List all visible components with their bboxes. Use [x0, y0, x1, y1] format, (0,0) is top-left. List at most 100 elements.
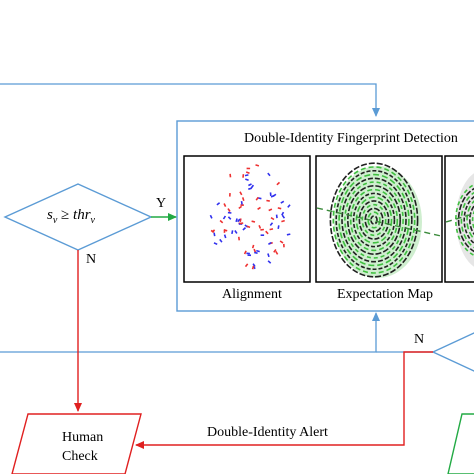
minutia-mark — [251, 244, 255, 249]
minutia-mark — [238, 205, 243, 210]
ridge-line — [370, 215, 378, 225]
minutia-mark — [240, 200, 243, 205]
condition-s: s — [47, 207, 53, 223]
ridge-line — [471, 210, 474, 230]
minutia-mark — [209, 214, 213, 219]
ridge-line — [367, 211, 381, 229]
ridge-line — [460, 191, 474, 249]
minutia-mark — [267, 253, 270, 258]
minutia-mark — [219, 238, 223, 243]
minutia-mark — [251, 265, 255, 270]
right-decision-diamond — [431, 332, 474, 372]
minutia-mark — [227, 208, 231, 212]
bottom-feedback-line — [0, 312, 380, 353]
minutia-mark — [222, 215, 227, 220]
fingerprint-minutiae-icon — [209, 164, 291, 270]
minutia-mark — [246, 225, 251, 229]
minutia-mark — [256, 249, 260, 253]
minutia-mark — [272, 193, 277, 198]
decision-condition: sv ≥ thrv — [47, 207, 95, 226]
no-label: N — [86, 252, 97, 267]
ridge-line — [457, 187, 474, 253]
minutia-mark — [277, 225, 280, 230]
minutia-mark — [213, 242, 218, 246]
ridge-line — [349, 188, 399, 252]
minutia-mark — [231, 230, 234, 235]
minutia-mark — [239, 222, 244, 225]
minutia-mark — [235, 218, 238, 223]
ridge-line — [335, 169, 413, 271]
green-output-box — [447, 413, 474, 474]
minutia-mark — [281, 211, 285, 216]
ridge-line — [341, 177, 407, 263]
minutia-mark — [280, 200, 285, 204]
minutia-mark — [255, 196, 259, 201]
minutia-mark — [270, 217, 275, 221]
ridge-line — [329, 162, 419, 278]
yes-label: Y — [156, 196, 167, 211]
ridge-line — [463, 195, 474, 245]
minutia-mark — [223, 229, 228, 232]
minutia-mark — [279, 240, 284, 244]
minutia-mark — [211, 229, 216, 233]
top-feedback-line — [0, 83, 380, 117]
alert-label: Double-Identity Alert — [207, 425, 328, 440]
alert-arrow — [135, 351, 433, 449]
ridge-line — [352, 192, 396, 248]
minutia-mark — [281, 214, 286, 219]
ridge-line — [332, 166, 416, 274]
fingerprint-expectation-icon — [317, 162, 441, 278]
minutia-mark — [248, 183, 252, 187]
condition-v1: v — [52, 215, 58, 226]
minutia-mark — [239, 191, 243, 196]
minutia-mark — [251, 220, 256, 223]
minutia-mark — [273, 249, 277, 253]
alignment-panel — [183, 155, 311, 283]
minutia-mark — [243, 250, 247, 255]
ridge-line — [469, 204, 474, 236]
minutia-mark — [268, 208, 273, 212]
minutia-mark — [275, 250, 279, 255]
ridge-line — [364, 207, 384, 233]
condition-ge: ≥ — [61, 207, 70, 223]
minutia-mark — [277, 207, 282, 210]
minutia-mark — [242, 227, 247, 231]
ridge-line — [361, 203, 387, 237]
minutia-mark — [281, 219, 285, 223]
expectation-map-label: Expectation Map — [337, 287, 434, 302]
minutia-mark — [241, 197, 245, 201]
minutia-mark — [237, 218, 241, 223]
minutia-mark — [223, 234, 227, 239]
ridge-line — [358, 200, 390, 240]
human-check-line2: Check — [62, 449, 98, 464]
minutia-mark — [257, 206, 261, 210]
minutia-mark — [286, 233, 291, 236]
minutia-mark — [266, 199, 270, 202]
minutia-mark — [269, 228, 274, 231]
minutia-mark — [250, 184, 255, 189]
minutia-mark — [227, 216, 232, 220]
ridge-line — [338, 173, 410, 267]
minutia-mark — [267, 172, 271, 177]
minutia-mark — [223, 203, 227, 207]
minutia-mark — [267, 260, 272, 264]
condition-thr: thr — [73, 207, 91, 223]
minutia-mark — [253, 248, 257, 253]
minutia-mark — [255, 164, 260, 167]
minutia-mark — [269, 222, 274, 227]
minutia-mark — [245, 178, 249, 181]
alignment-label: Alignment — [222, 287, 282, 302]
minutia-mark — [287, 204, 291, 208]
minutia-mark — [276, 181, 281, 186]
right-no-label: N — [414, 332, 425, 347]
minutia-mark — [219, 219, 224, 224]
ridge-line — [355, 196, 393, 244]
minutia-mark — [239, 218, 242, 223]
minutia-mark — [245, 171, 250, 174]
module-title: Double-Identity Fingerprint Detection — [244, 131, 458, 146]
ridge-line — [466, 200, 474, 240]
condition-v2: v — [90, 215, 95, 226]
minutia-mark — [258, 224, 262, 229]
